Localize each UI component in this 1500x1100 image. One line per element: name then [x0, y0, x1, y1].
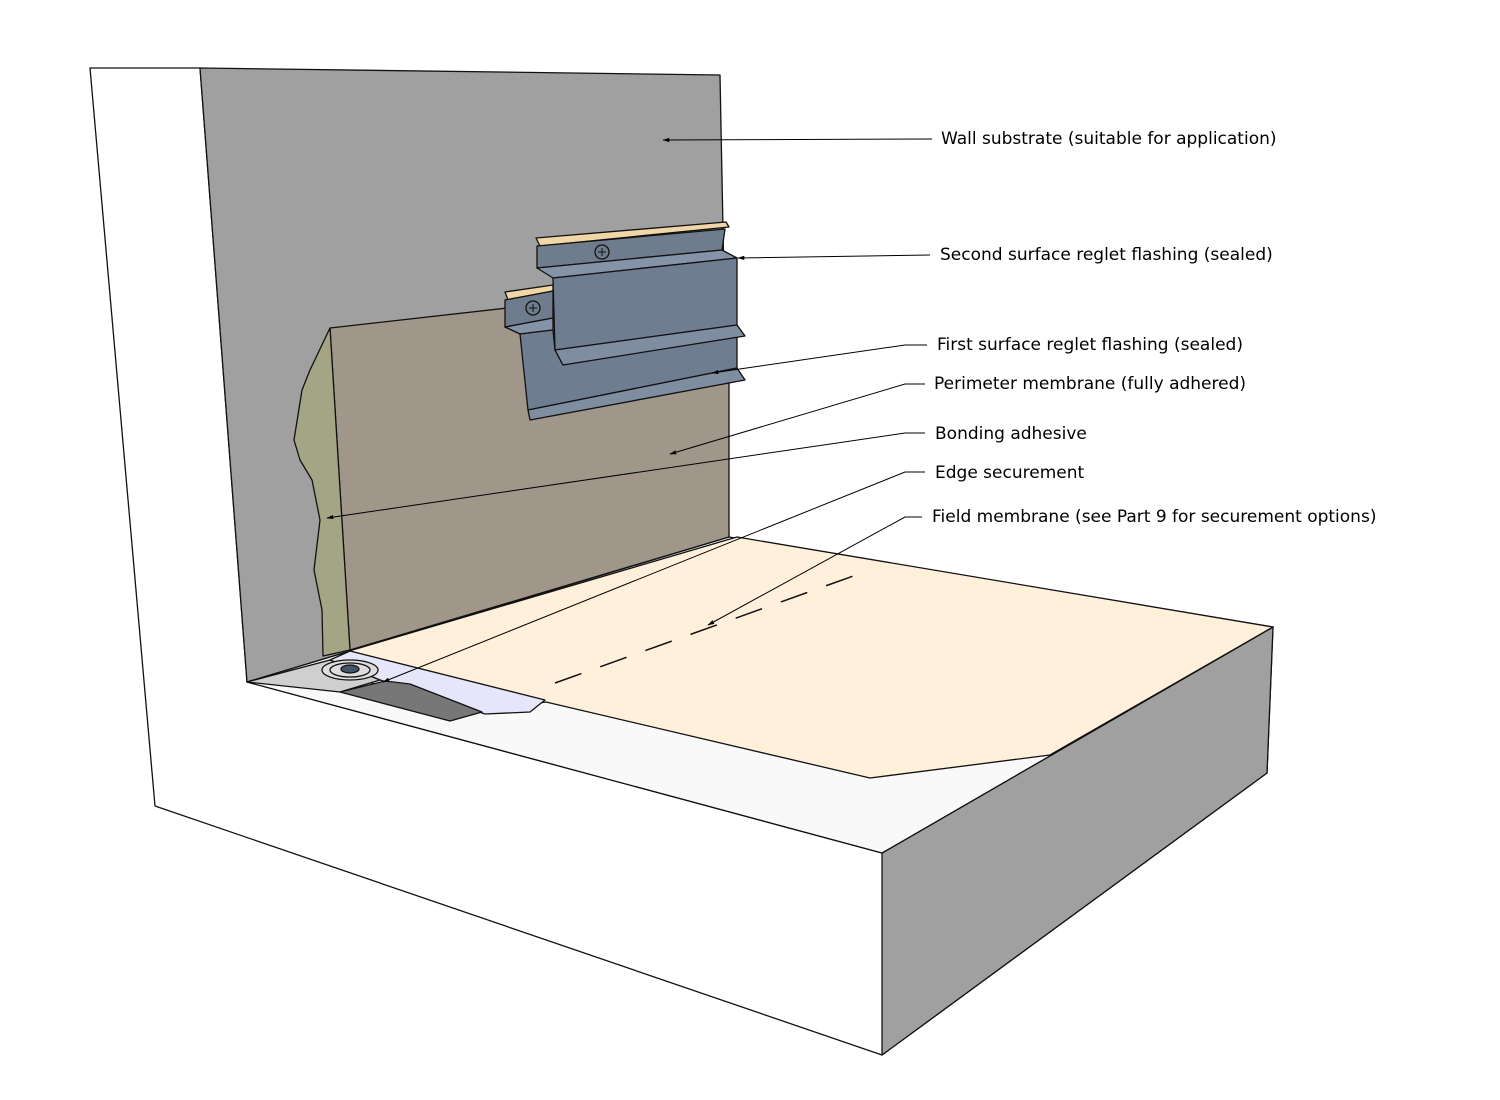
bonding-adhesive	[293, 327, 351, 657]
leader-lines	[326, 137, 933, 683]
first-reglet-flashing	[504, 284, 746, 421]
label-bonding-adhesive: Bonding adhesive	[935, 424, 1087, 444]
second-reglet-flashing	[535, 221, 746, 366]
screw-icon	[525, 300, 541, 316]
membrane-seam-line	[554, 569, 871, 684]
label-first-reglet-flashing: First surface reglet flashing (sealed)	[937, 335, 1243, 355]
label-edge-securement: Edge securement	[935, 463, 1085, 483]
label-field-membrane: Field membrane (see Part 9 for securemen…	[932, 507, 1377, 527]
edge-securement-plate	[339, 680, 483, 722]
label-perimeter-membrane: Perimeter membrane (fully adhered)	[934, 374, 1247, 394]
label-wall-substrate: Wall substrate (suitable for application…	[941, 129, 1277, 149]
screw-icon	[594, 244, 610, 260]
fastener-plate-icon	[321, 659, 379, 681]
label-second-reglet-flashing: Second surface reglet flashing (sealed)	[940, 245, 1273, 265]
